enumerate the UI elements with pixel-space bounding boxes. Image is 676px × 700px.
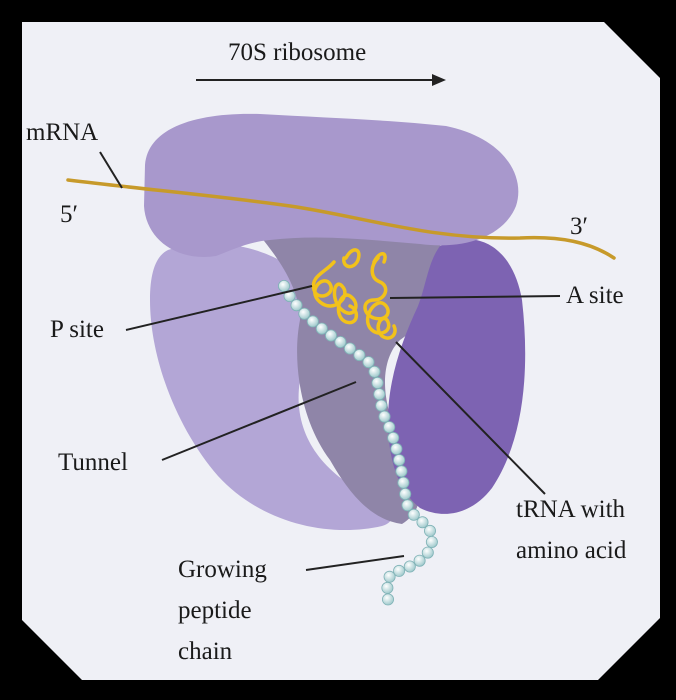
title-arrowhead [432, 74, 446, 86]
peptide-bead [390, 442, 403, 455]
label-trna-line2: amino acid [516, 537, 627, 564]
label-trna-line1: tRNA with [516, 496, 626, 523]
peptide-bead [381, 593, 394, 606]
peptide-bead [397, 476, 410, 489]
trna-a-site [363, 256, 397, 340]
peptide-bead [334, 335, 347, 348]
label-three-prime: 3′ [570, 213, 588, 240]
peptide-bead [383, 570, 396, 583]
peptide-bead [403, 560, 416, 573]
trna-a-site-stem [372, 252, 387, 264]
peptide-bead [399, 487, 412, 500]
mrna-strand [66, 178, 616, 260]
peptide-bead [298, 307, 311, 320]
leader-mrna [99, 151, 123, 189]
leader-p-site [125, 285, 313, 331]
label-tunnel: Tunnel [58, 449, 128, 476]
peptide-bead [393, 564, 406, 577]
peptide-bead [393, 454, 406, 467]
label-growing-line2: peptide [178, 597, 252, 624]
right-lobe [388, 239, 526, 514]
label-p-site: P site [50, 316, 104, 343]
peptide-bead [383, 421, 396, 434]
leader-growing [305, 555, 405, 571]
peptide-bead [277, 279, 290, 292]
peptide-bead [423, 524, 436, 537]
peptide-bead [407, 508, 420, 521]
peptide-bead [324, 329, 337, 342]
leader-trna [395, 341, 546, 495]
label-mrna: mRNA [26, 119, 98, 146]
peptide-bead [416, 516, 429, 529]
peptide-bead [421, 546, 434, 559]
large-subunit [144, 113, 519, 257]
label-five-prime: 5′ [60, 201, 78, 228]
peptide-bead [378, 410, 391, 423]
title-label: 70S ribosome [228, 39, 366, 66]
peptide-bead [306, 315, 319, 328]
label-growing-line1: Growing [178, 556, 267, 583]
peptide-bead [371, 376, 384, 389]
leader-lines [99, 151, 561, 571]
peptide-bead [373, 388, 386, 401]
small-subunit [150, 243, 392, 531]
leader-a-site [389, 295, 561, 299]
peptide-bead [290, 299, 303, 312]
peptide-bead [381, 581, 394, 594]
peptide-bead [413, 554, 426, 567]
label-a-site: A site [566, 282, 624, 309]
peptide-bead [387, 431, 400, 444]
peptide-bead [375, 399, 388, 412]
leader-tunnel [161, 381, 357, 461]
peptide-chain [277, 279, 438, 606]
peptide-bead [353, 349, 366, 362]
label-growing-line3: chain [178, 638, 233, 665]
peptide-bead [362, 356, 375, 369]
peptide-bead [401, 499, 414, 512]
peptide-bead [315, 322, 328, 335]
peptide-bead [343, 342, 356, 355]
peptide-bead [368, 365, 381, 378]
peptide-bead [425, 536, 438, 549]
peptide-bead [395, 465, 408, 478]
trna-p-site-stem [342, 248, 361, 269]
trna-p-site [311, 260, 359, 325]
